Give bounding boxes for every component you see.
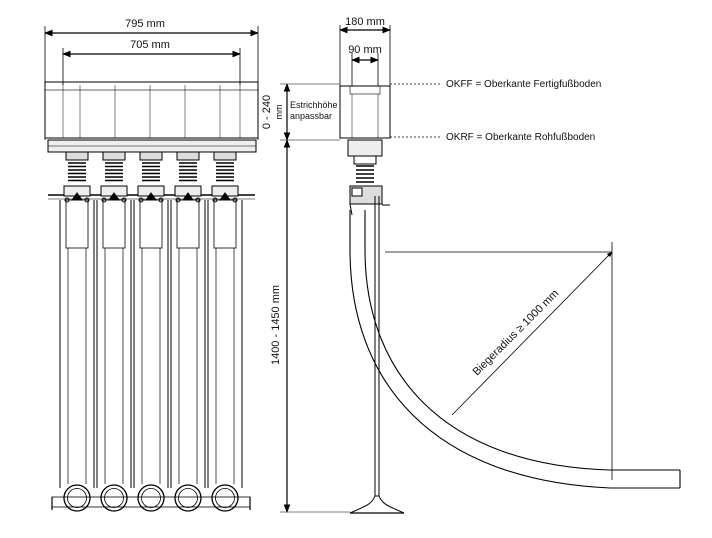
bend-radius-label: Biegeradius ≥ 1000 mm: [471, 288, 562, 379]
outer-width-label: 795 mm: [125, 18, 165, 30]
height-range-label: 1400 - 1450 mm: [270, 285, 282, 365]
pipe-column: [96, 151, 132, 512]
side-inner-label: 90 mm: [348, 44, 382, 56]
screed-range-label: 0 - 240: [261, 95, 273, 129]
okff-label: OKFF = Oberkante Fertigfußboden: [446, 79, 601, 90]
front-view: [44, 26, 259, 510]
bend-radius-line: [451, 251, 613, 416]
pipe-column: [133, 151, 169, 512]
side-width-label: 180 mm: [345, 16, 385, 28]
screed-label-line2: anpassbar: [290, 111, 332, 121]
pipe-column: [59, 151, 95, 512]
bent-pipe-inner: [364, 210, 680, 471]
okrf-label: OKRF = Oberkante Rohfußboden: [446, 132, 595, 143]
side-view: [280, 25, 681, 514]
distributor-box: [44, 81, 259, 139]
bent-pipe-outer: [349, 210, 680, 489]
screed-label-line1: Estrichhöhe: [290, 100, 338, 110]
pipe-column: [170, 151, 206, 512]
pipe-column: [207, 151, 243, 512]
screed-unit-label: mm: [274, 105, 284, 120]
inner-width-label: 705 mm: [130, 39, 170, 51]
front-pipe-columns: [59, 151, 243, 512]
